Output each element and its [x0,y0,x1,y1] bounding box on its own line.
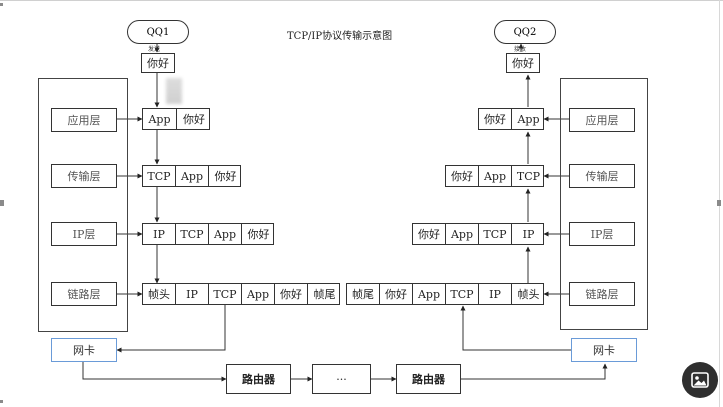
blurred-mark [166,78,182,104]
segment: TCP [516,169,541,183]
segment: 你好 [380,284,413,304]
segment: TCP [176,224,209,244]
segment: TCP [209,284,242,304]
image-icon [691,372,709,388]
right-frame-link: 帧尾 你好 App TCP IP 帧头 [346,283,544,305]
diagram-title: TCP/IP协议传输示意图 [287,31,393,42]
right-stack-panel [560,78,648,330]
left-layer-transport: 传输层 [51,164,117,188]
router-1: 路由器 [226,364,291,394]
segment: TCP [446,284,479,304]
right-action-label: 接收 [514,46,527,53]
right-frame-tcp: 你好 App TCP [445,165,544,187]
segment: IP [522,227,535,241]
segment: IP [176,284,209,304]
segment: 帧头 [143,284,176,304]
qq1-client: QQ1 [127,20,189,44]
qq2-client: QQ2 [494,20,556,44]
segment: 你好 [275,284,308,304]
left-stack-panel [38,78,128,332]
image-view-button[interactable] [682,362,718,398]
segment: 帧尾 [347,284,380,304]
segment: App [479,166,512,186]
intermediate-nodes: ··· [312,364,371,394]
segment: IP [479,284,512,304]
segment: App [517,112,540,126]
left-frame-ip: IP TCP App 你好 [142,223,274,245]
left-layer-ip: IP层 [51,222,117,246]
right-message: 你好 [506,53,540,73]
right-edge-tick [717,200,721,206]
right-frame-app: 你好 App [478,108,544,130]
segment: 帧头 [517,288,540,301]
left-layer-application: 应用层 [51,108,117,132]
right-layer-transport: 传输层 [569,164,635,188]
right-frame-ip: 你好 App TCP IP [412,223,544,245]
segment: 你好 [183,113,205,126]
left-layer-link: 链路层 [51,282,117,306]
segment: TCP [143,166,176,186]
segment: App [176,166,209,186]
segment: 你好 [413,224,446,244]
bottom-left-tick [0,400,3,403]
left-nic: 网卡 [51,338,117,362]
right-layer-application: 应用层 [569,108,635,132]
segment: App [413,284,446,304]
right-nic: 网卡 [571,338,637,362]
left-action-label: 发送 [148,46,161,53]
segment: IP [143,224,176,244]
top-left-tick [0,3,3,6]
segment: App [209,224,242,244]
left-frame-tcp: TCP App 你好 [142,165,241,187]
right-layer-link: 链路层 [569,282,635,306]
segment: App [143,109,177,129]
segment: 你好 [446,166,479,186]
segment: App [446,224,479,244]
segment: 你好 [479,109,512,129]
segment: TCP [479,224,512,244]
top-border [0,0,723,1]
router-2: 路由器 [396,364,461,394]
left-message: 你好 [141,53,175,73]
segment: 帧尾 [313,288,336,301]
segment: App [242,284,275,304]
left-edge-tick [0,200,4,206]
left-frame-app: App 你好 [142,108,210,130]
left-frame-link: 帧头 IP TCP App 你好 帧尾 [142,283,340,305]
segment: 你好 [247,228,270,241]
segment: 你好 [214,170,237,183]
right-layer-ip: IP层 [569,222,635,246]
